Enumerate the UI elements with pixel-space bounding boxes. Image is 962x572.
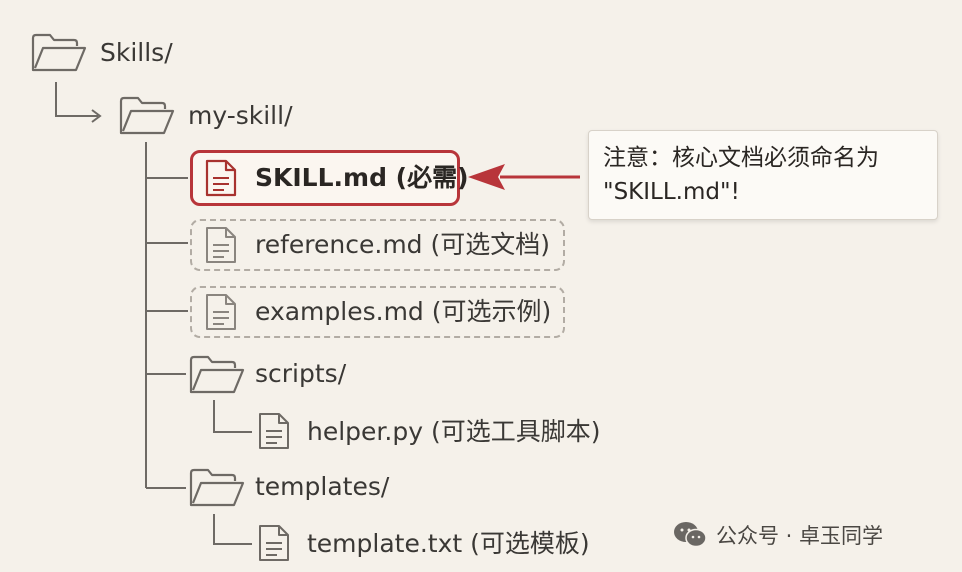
folder-icon xyxy=(119,96,175,135)
callout-line-1: 注意：核心文档必须命名为 xyxy=(603,145,879,171)
red-arrow xyxy=(468,164,580,190)
reference-md-label[interactable]: reference.md (可选文档) xyxy=(255,230,550,259)
template-txt-label[interactable]: template.txt (可选模板) xyxy=(307,529,590,558)
helper-py-label[interactable]: helper.py (可选工具脚本) xyxy=(307,417,601,446)
connector-template-txt xyxy=(213,514,252,545)
document-icon xyxy=(205,159,237,197)
templates-folder-label[interactable]: templates/ xyxy=(255,472,390,501)
wechat-icon xyxy=(674,522,707,548)
connector-root-to-skill xyxy=(55,82,98,117)
document-icon xyxy=(259,413,289,449)
document-icon xyxy=(206,294,236,330)
connector-helper-py xyxy=(213,400,252,433)
callout-line-2: "SKILL.md"! xyxy=(603,179,740,205)
folder-icon xyxy=(189,355,245,394)
document-icon xyxy=(206,227,236,263)
watermark: 公众号 · 卓玉同学 xyxy=(672,518,883,552)
callout-note: 注意：核心文档必须命名为 "SKILL.md"! xyxy=(588,130,938,220)
optional-file-box xyxy=(190,286,565,338)
optional-file-box xyxy=(190,219,565,271)
root-folder-label[interactable]: Skills/ xyxy=(100,38,173,67)
examples-md-label[interactable]: examples.md (可选示例) xyxy=(255,297,552,326)
connector-arrowhead xyxy=(91,109,102,123)
folder-icon xyxy=(31,33,87,72)
scripts-folder-label[interactable]: scripts/ xyxy=(255,359,347,388)
document-icon xyxy=(259,525,289,561)
folder-icon xyxy=(189,468,245,507)
skill-md-label[interactable]: SKILL.md (必需) xyxy=(255,163,469,192)
watermark-text: 公众号 · 卓玉同学 xyxy=(716,524,884,548)
skill-folder-label[interactable]: my-skill/ xyxy=(188,101,293,130)
